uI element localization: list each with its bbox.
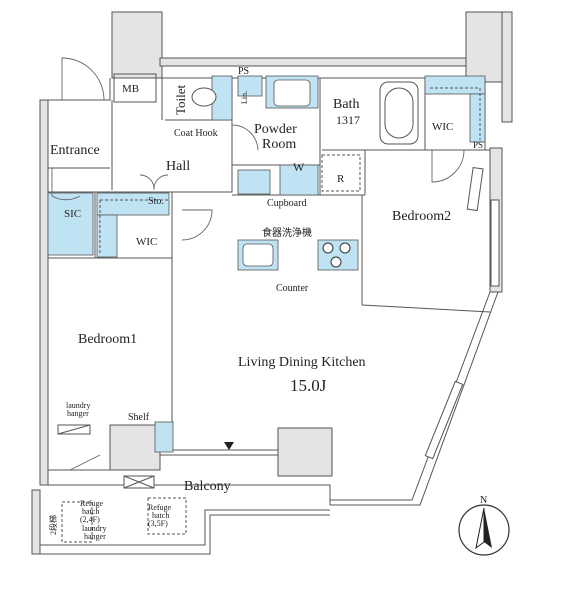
coat-hook-label: Coat Hook: [174, 128, 218, 139]
ldk-size-label: 15.0J: [290, 376, 327, 395]
hall-label: Hall: [166, 159, 190, 174]
lin-shelf: [237, 75, 263, 97]
shelf-label: Shelf: [128, 412, 150, 423]
equipment: [57, 79, 500, 489]
refuge-hatch-1c: (2,4F): [80, 515, 100, 524]
laundry-hanger-1a: laundry: [66, 401, 90, 410]
wic-right-shelf-side: [469, 93, 486, 143]
north-arrow-icon: N: [458, 495, 510, 556]
wic-left-shelf-side: [96, 214, 118, 258]
balcony-label: Balcony: [184, 479, 231, 494]
toilet-label: Toilet: [173, 84, 188, 115]
north-label: N: [480, 495, 487, 506]
fridge-label: R: [337, 173, 345, 185]
washer-label: W: [293, 160, 305, 174]
closet-rods: [61, 87, 481, 543]
ladder-label: 2段梯: [48, 515, 58, 535]
wic-left-shelf-top: [96, 192, 170, 216]
laundry-hanger-2a: laundry: [82, 524, 106, 533]
refuge-hatch-1a: Refuge: [80, 499, 104, 508]
room-labels: MB PS PS Toilet Lin. Bath 1317 Powder Ro…: [48, 66, 483, 541]
sic-shelf: [47, 192, 94, 256]
laundry-hanger-1b: hanger: [67, 409, 89, 418]
shelf-unit: [154, 421, 174, 453]
laundry-hanger-2b: hanger: [84, 532, 106, 541]
bedroom1-label: Bedroom1: [78, 332, 137, 347]
wic-right-label: WIC: [432, 121, 453, 133]
sic-label: SIC: [64, 208, 81, 220]
cupboard: [237, 169, 271, 195]
powder-label-2: Room: [262, 137, 296, 152]
bath-label: Bath: [333, 97, 359, 112]
refuge-hatch-2a: Refuge: [148, 503, 172, 512]
washer-pan: [279, 164, 319, 196]
dishwasher-label: 食器洗浄機: [262, 226, 312, 239]
counter-label: Counter: [276, 283, 309, 294]
mb-label: MB: [122, 83, 139, 95]
doors: [51, 57, 465, 471]
refuge-hatch-2b: hatch: [152, 511, 169, 520]
refuge-hatch-1b: hatch: [82, 507, 99, 516]
cupboard-label: Cupboard: [267, 198, 306, 209]
bath-size-label: 1317: [336, 113, 360, 127]
entrance-label: Entrance: [50, 143, 100, 158]
ps-top-label: PS: [238, 66, 249, 77]
wic-right-shelf-top: [424, 75, 486, 95]
ps-right-label: PS: [473, 140, 483, 150]
powder-label-1: Powder: [254, 122, 297, 137]
storage-label: Sto.: [148, 196, 164, 207]
wic-left-label: WIC: [136, 236, 157, 248]
bedroom2-label: Bedroom2: [392, 209, 451, 224]
refuge-hatch-2c: (3,5F): [148, 519, 168, 528]
lin-label: Lin.: [240, 91, 249, 104]
ldk-label: Living Dining Kitchen: [238, 355, 366, 370]
